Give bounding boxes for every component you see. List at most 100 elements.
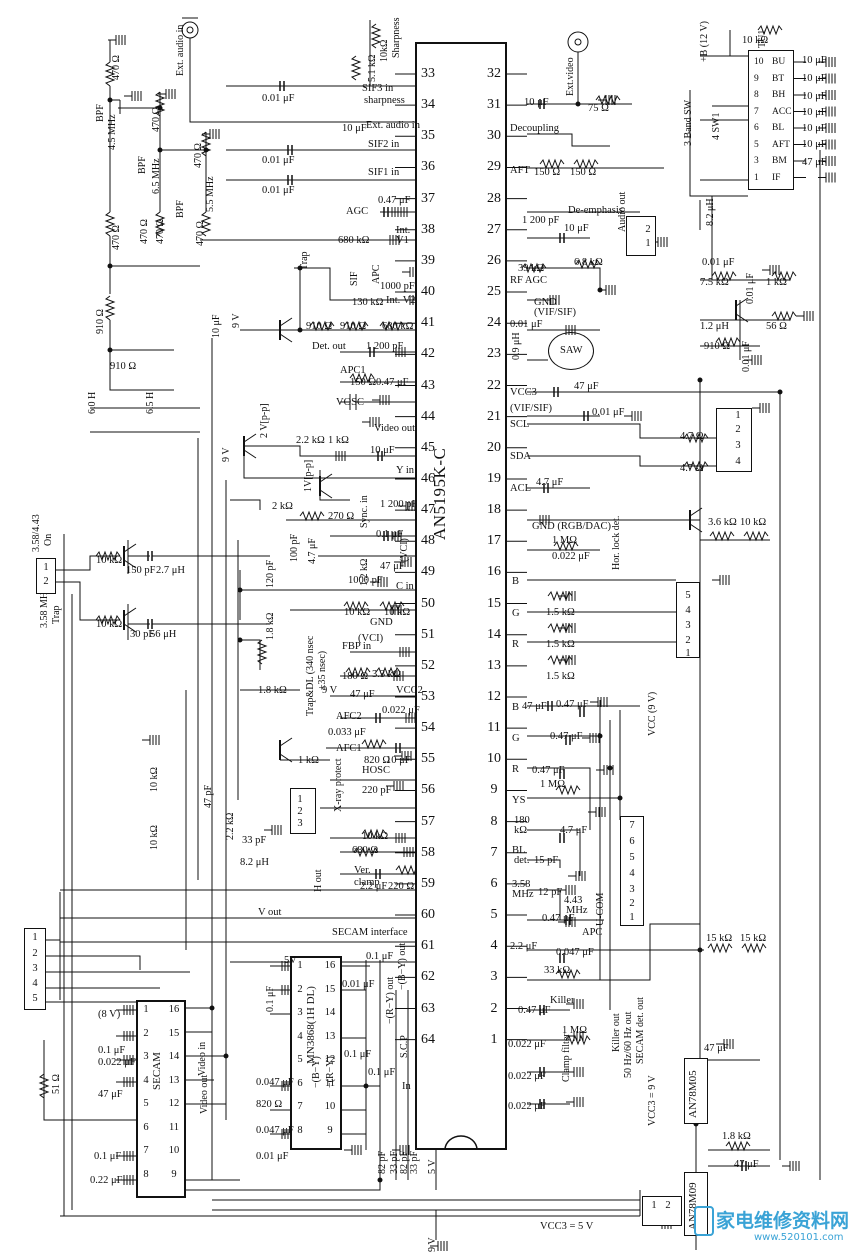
label-r-11: R [512,764,520,775]
label-int-v1: Int. [396,225,411,236]
r-1m-10: 1 MΩ [540,779,566,790]
dl-ry-out: −(R−Y) out [385,976,396,1024]
secam-pin-6: 6 [143,1121,149,1133]
main-ic-pin-42: 42 [421,346,435,362]
cn-left-pin-1: 1 [32,932,38,943]
main-ic-pin-2: 2 [490,1000,498,1016]
wire [43,1040,136,1121]
c-10u-tu5: 10 μF [802,123,827,134]
main-ic-body [415,42,507,1150]
tuner-pin-name: AFT [772,139,790,150]
dl-r820: 820 Ω [256,1099,283,1110]
wire [735,313,749,323]
saw-filter [548,332,594,370]
c-0022-2: 0.022 μF [508,1071,546,1082]
bpf-55: BPF [175,200,186,218]
resistor [553,540,579,552]
cn-left-pin-2: 2 [32,948,38,959]
cn-ucom-4: 4 [629,868,635,879]
wire [109,350,174,391]
secam-pin-13: 13 [168,1074,180,1086]
main-ic-pin-55: 55 [421,751,435,767]
jack-symbol [574,38,582,46]
dl-pin-6: 6 [297,1077,303,1089]
resistor [299,510,325,522]
c-047-11: 0.47 μF [532,765,565,776]
wire [319,489,333,499]
main-ic-pin-49: 49 [421,564,435,580]
main-ic-pin-39: 39 [421,252,435,268]
wire [689,507,703,517]
r-10k-49b: 10 kΩ [384,607,411,618]
dl-pin-9: 9 [327,1124,333,1136]
cn-xray-3: 3 [297,818,303,829]
main-ic-pin-10: 10 [487,751,501,767]
label-ver: Ver. [354,865,371,876]
secam-pin-9: 9 [171,1168,177,1180]
secam-c001: 0.1 μF [98,1045,126,1056]
cn-bot-1: 1 [651,1200,657,1211]
label-9v-c: 9 V [322,685,338,696]
label-2vpp: 2 V[p-p] [259,403,270,438]
label-gnd-vif: GND [534,297,557,308]
tuner-pin-name: BL [772,123,785,133]
trap-label: Trap [51,605,62,624]
resistor [575,258,601,270]
resistor [345,666,371,678]
r-1-5k-17: 1.5 kΩ [546,607,575,618]
wire [56,581,120,621]
r-15k-b: 15 kΩ [740,933,767,944]
main-ic-pin-62: 62 [421,969,435,985]
label-afc1: AFC1 [336,743,362,754]
dl-pin-5: 5 [297,1054,303,1065]
dl-c33b: 33 pF [409,1150,420,1174]
junction-dot [223,1053,229,1059]
l-8-2-tu: 8.2 μH [705,198,716,226]
tuner-pin-name: ACC [772,106,792,117]
dl-c01-in: 0.1 μF [368,1067,396,1078]
c-001-tu3: 0.01 μF [741,341,752,372]
label-fbp: FBP in [342,641,372,652]
watermark-url: www.520101.com [754,1232,844,1243]
resistor [683,460,709,472]
r-2k: 2 kΩ [272,501,293,512]
c-2-2-57: 2.2 μF [360,881,388,892]
r-1m-18: 1 MΩ [552,535,578,546]
resistor [256,639,268,665]
wire [243,433,257,443]
resistor [95,550,121,562]
main-ic-pin-6: 6 [490,875,498,891]
label-ext-audio-jack: Ext. audio in [175,24,186,76]
r-1-8k-b: 1.8 kΩ [258,685,287,696]
label-killer-out: Killer out [611,1013,622,1052]
wire [527,133,610,147]
label-mhz-b: MHz [566,905,588,916]
label-vcc3-9v: VCC3 = 9 V [647,1075,658,1126]
junction-dot [297,327,303,333]
main-ic-pin-25: 25 [487,284,501,300]
dl-by-out: −(B−Y) out [397,942,408,990]
secam-r51: 51 Ω [51,1074,62,1094]
c-10u-tu1: 10 μF [802,55,827,66]
resistor [711,270,737,282]
dl-pin-7: 7 [297,1101,303,1112]
coil-6-0: 6.0 H [87,391,98,414]
main-ic-pin-52: 52 [421,657,435,673]
dl-pin-14: 14 [324,1007,336,1018]
wire [230,499,261,510]
label-vcc3-5v: VCC3 = 5 V [540,1221,594,1232]
main-ic-pin-54: 54 [421,720,435,736]
r-10k-49a: 10 kΩ [344,607,371,618]
dl-by: −(B−Y) [311,1056,322,1088]
wire [527,423,716,439]
c-001-sif3: 0.01 μF [262,93,295,104]
cn-osc-pin-1: 1 [43,562,49,573]
connector-osc [36,558,56,594]
dl-pin-13: 13 [324,1030,336,1042]
connector-audio [626,216,656,256]
label-50-60: 50 Hz/60 Hz out [623,1011,634,1078]
label-b-17: B [512,576,520,587]
r-4-7-a: 4.7 Ω [680,431,704,442]
label-hosc: HOSC [362,765,391,776]
junction-dot [237,587,243,593]
